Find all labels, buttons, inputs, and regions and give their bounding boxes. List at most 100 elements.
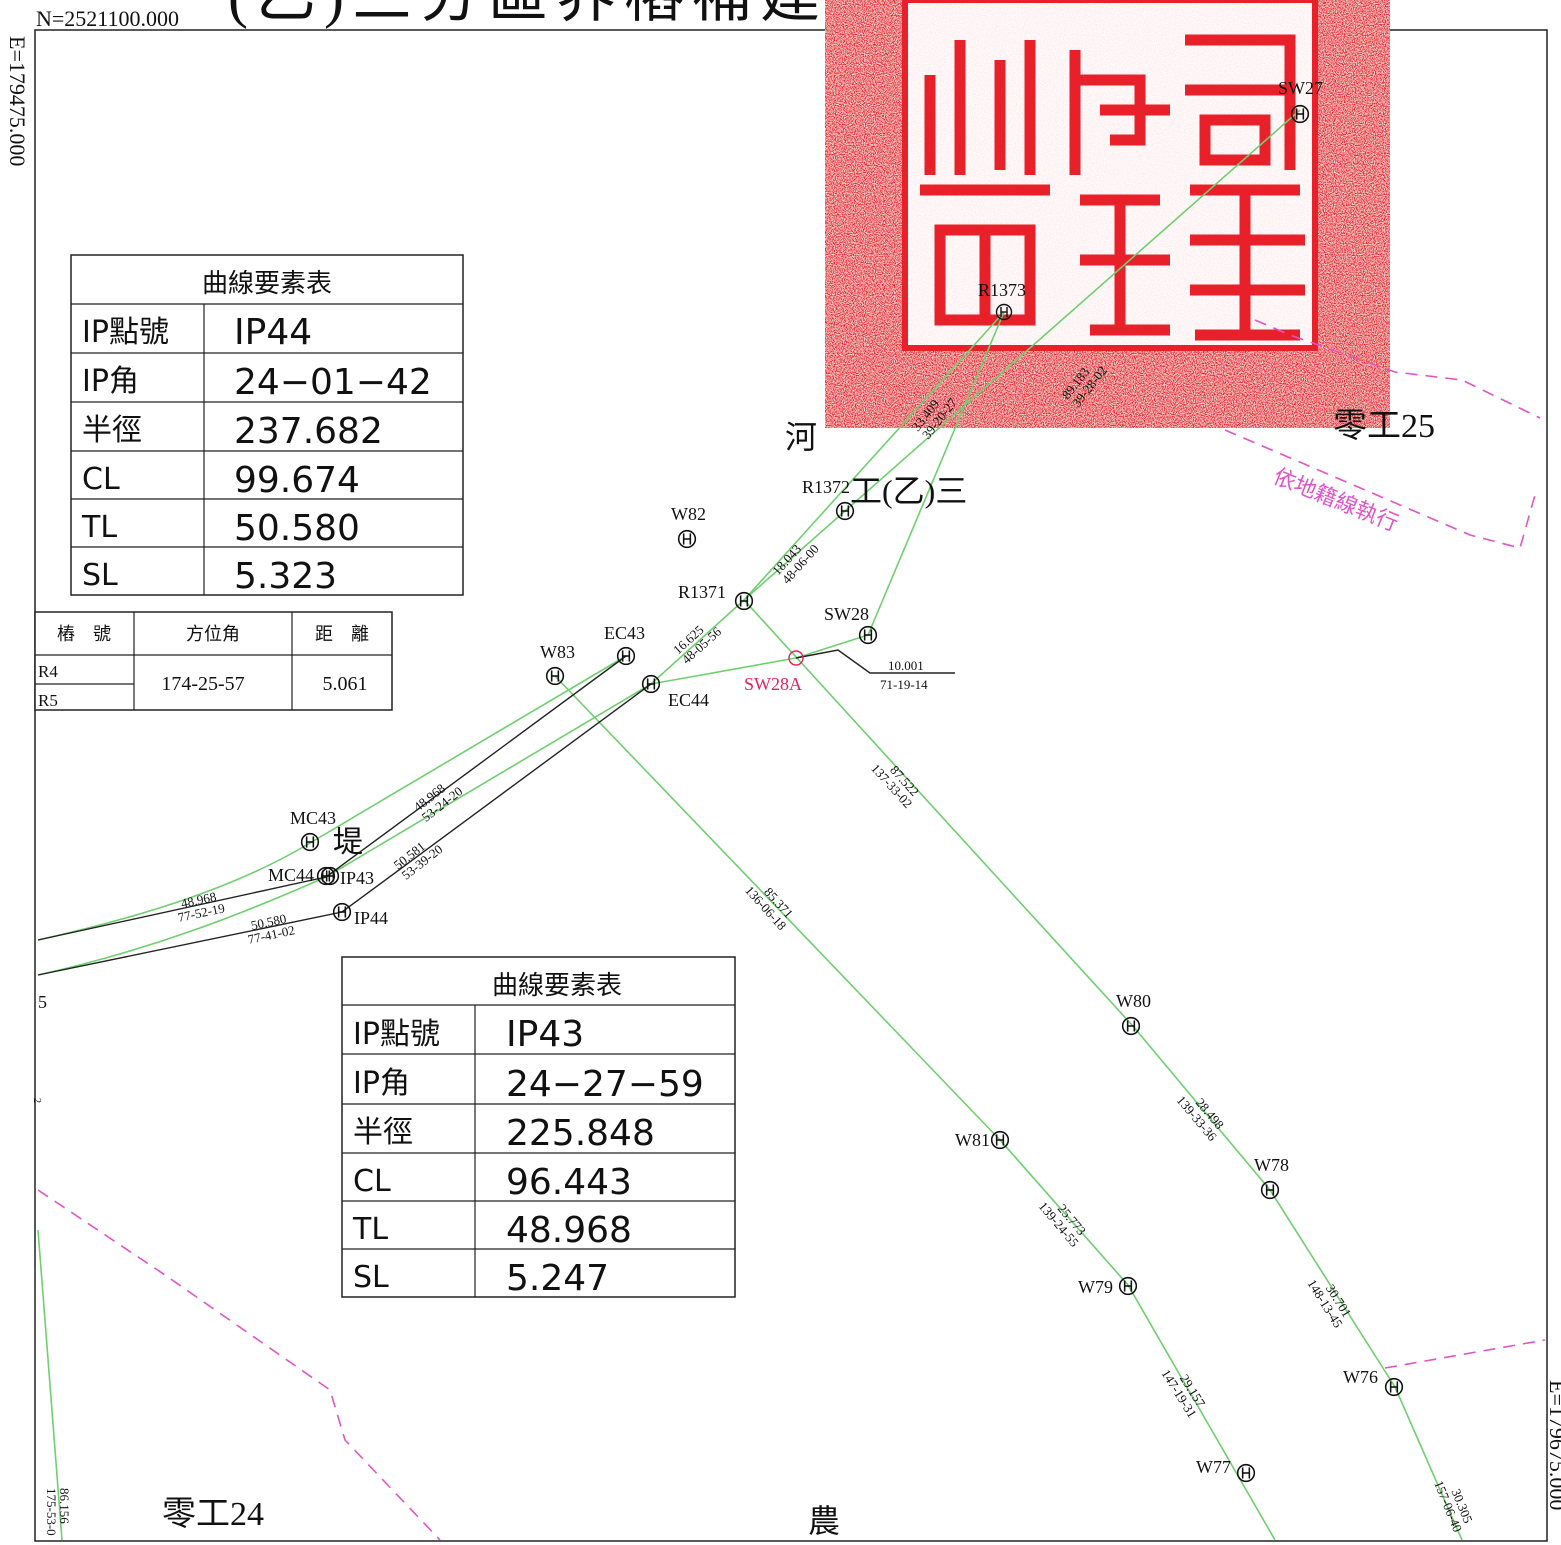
stake-w76 — [1384, 1377, 1404, 1397]
label-w80: W80 — [1116, 991, 1151, 1011]
left-edge-fragment-2: 2 — [31, 1098, 42, 1103]
stake-mc43 — [300, 832, 320, 852]
curve-table-2-key-1: IP角 — [353, 1066, 410, 1101]
svg-text:10.001: 10.001 — [888, 658, 924, 673]
curve-table-1-key-0: IP點號 — [82, 315, 169, 350]
curve-table-1-title: 曲線要素表 — [202, 269, 332, 299]
segment-label-s3: 18.043 48-06-00 — [769, 541, 822, 586]
sw28a-marker — [788, 650, 804, 666]
label-w82: W82 — [671, 504, 706, 524]
canal-label: 工(乙)三 — [850, 473, 967, 509]
curve-table-1-key-1: IP角 — [82, 364, 139, 399]
label-sw28: SW28 — [824, 604, 869, 624]
stake-w79 — [1118, 1276, 1138, 1296]
svg-text:86.156: 86.156 — [57, 1488, 72, 1524]
label-w79: W79 — [1078, 1277, 1113, 1297]
curve-table-1-val-0: IP44 — [234, 312, 312, 353]
curve-table-2-val-0: IP43 — [506, 1014, 584, 1055]
stake-sw28 — [858, 625, 878, 645]
stake-ec43 — [616, 646, 636, 666]
stake-w82 — [677, 529, 697, 549]
curve-table-1-val-1: 24−01−42 — [234, 362, 432, 403]
stake-w83 — [545, 666, 565, 686]
curve-table-1-key-5: SL — [82, 558, 118, 593]
farm-label: 農 — [808, 1503, 840, 1539]
zero-work-24-label: 零工24 — [162, 1496, 264, 1533]
cadastral-boundary — [37, 319, 1546, 1541]
curve-table-2-val-2: 225.848 — [506, 1113, 655, 1154]
curve-table-2-key-3: CL — [353, 1164, 391, 1199]
label-mc43: MC43 — [290, 808, 336, 828]
segment-label-s15: 30.305 157-06-40 — [1431, 1478, 1476, 1534]
segment-label-s13: 30.701 148-13-45 — [1304, 1277, 1354, 1331]
seal-stamp — [825, 0, 1390, 428]
curve-table-1-key-3: CL — [82, 462, 120, 497]
map-frame — [34, 29, 1548, 1542]
cadastral-note: 依地籍線執行 — [1270, 464, 1402, 537]
curve-table-1-val-2: 237.682 — [234, 411, 383, 452]
stake-table-distance: 5.061 — [323, 673, 368, 695]
label-ec44: EC44 — [668, 690, 709, 710]
curve-table-2-key-5: SL — [353, 1260, 389, 1295]
river-label: 河 — [785, 419, 817, 455]
segment-label-s5: 87.522 137-33-02 — [868, 761, 922, 811]
label-mc44: MC44 — [268, 865, 314, 885]
segment-label-s16: 86.156 175-53-0 — [44, 1488, 72, 1536]
levee-label: 堤 — [333, 826, 363, 859]
stake-r1371 — [734, 591, 754, 611]
left-edge-fragment: 5 — [38, 992, 47, 1012]
stake-table-azimuth: 174-25-57 — [161, 673, 244, 695]
curve-table-1-key-4: TL — [81, 510, 117, 545]
curve-table-2-key-4: TL — [352, 1212, 388, 1247]
label-ip43: IP43 — [340, 868, 374, 888]
label-ip44: IP44 — [354, 908, 388, 928]
segment-label-sw28-leader: 10.001 71-19-14 — [880, 658, 928, 692]
segment-label-s10: 50.580 77-41-02 — [246, 911, 296, 947]
segment-label-s8: 50.581 53-39-20 — [391, 839, 446, 883]
label-r1372: R1372 — [802, 477, 850, 497]
curve-table-2-val-3: 96.443 — [506, 1162, 632, 1203]
label-w76: W76 — [1343, 1367, 1378, 1387]
segment-label-s14: 29.157 147-19-31 — [1158, 1367, 1208, 1421]
curve-table-1-key-2: 半徑 — [82, 413, 142, 448]
east-coordinate-left: E=179475.000 — [5, 36, 30, 166]
stake-w77 — [1236, 1463, 1256, 1483]
zero-work-25-label: 零工25 — [1333, 408, 1435, 445]
svg-text:50.580: 50.580 — [250, 911, 288, 933]
label-r1373: R1373 — [978, 280, 1026, 300]
segment-label-s11: 28.498 139-33-36 — [1174, 1093, 1227, 1145]
stake-ec44 — [641, 674, 661, 694]
curve-table-ip43: 曲線要素表 IP點號 IP43 IP角 24−27−59 半徑 225.848 … — [341, 956, 736, 1299]
segment-label-s9: 48.968 77-52-19 — [176, 889, 226, 925]
curve-table-ip44: 曲線要素表 IP點號 IP44 IP角 24−01−42 半徑 237.682 … — [70, 254, 464, 597]
stake-table-stake-r5: R5 — [38, 691, 58, 710]
svg-text:71-19-14: 71-19-14 — [880, 677, 928, 692]
label-r1371: R1371 — [678, 582, 726, 602]
curve-table-1-val-5: 5.323 — [234, 556, 337, 597]
svg-text:48.968: 48.968 — [180, 889, 218, 911]
label-sw28a: SW28A — [744, 674, 802, 694]
north-coordinate: N=2521100.000 — [36, 6, 179, 31]
segment-label-s12: 25.773 139-24-55 — [1036, 1199, 1089, 1250]
stake-w81 — [990, 1130, 1010, 1150]
curve-table-2-title: 曲線要素表 — [492, 971, 622, 1001]
stake-table-header-azimuth: 方位角 — [186, 624, 240, 645]
segment-label-s6: 85.371 136-06-18 — [742, 883, 796, 933]
stake-table: 樁 號 方位角 距 離 R4 R5 174-25-57 5.061 — [34, 611, 393, 711]
label-w81: W81 — [955, 1130, 990, 1150]
stake-ip44 — [332, 902, 352, 922]
label-w83: W83 — [540, 642, 575, 662]
stake-table-stake-r4: R4 — [38, 662, 58, 681]
curve-table-2-key-2: 半徑 — [353, 1115, 413, 1150]
curve-table-1-val-3: 99.674 — [234, 460, 360, 501]
curve-table-1-val-4: 50.580 — [234, 508, 360, 549]
stake-w78 — [1260, 1180, 1280, 1200]
stake-table-header-distance: 距 離 — [315, 624, 369, 645]
label-sw27: SW27 — [1278, 78, 1323, 98]
label-ec43: EC43 — [604, 623, 645, 643]
east-coordinate-right: E=179675.000 — [1545, 1380, 1561, 1510]
stake-table-header-stake: 樁 號 — [57, 624, 111, 645]
curve-table-2-val-5: 5.247 — [506, 1258, 609, 1299]
curve-table-2-val-1: 24−27−59 — [506, 1064, 704, 1105]
